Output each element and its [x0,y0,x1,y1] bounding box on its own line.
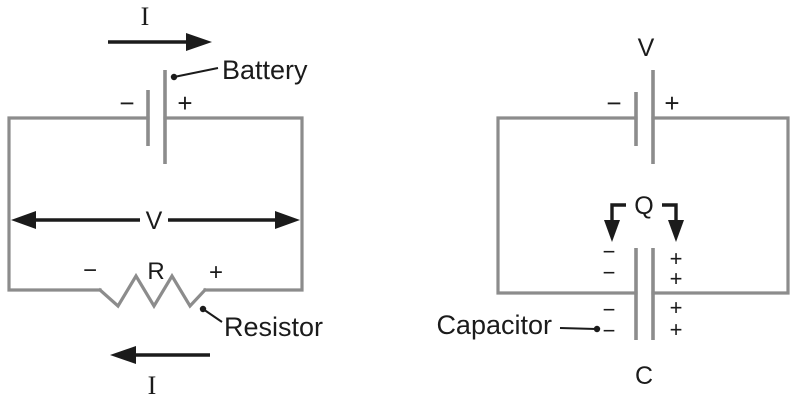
charge-label: Q [634,192,653,220]
battery-negative-sign: − [119,88,134,118]
resistor-negative-sign: − [83,257,97,284]
capacitor-circuit: V − + Q − − − − + + + + Capacitor C [436,34,790,390]
current-label-bottom: I [148,371,157,400]
source-negative-sign: − [606,88,621,118]
voltage-double-arrow [11,211,300,229]
current-arrow-bottom [110,346,210,364]
circuit-wire-left [7,116,150,292]
source-positive-sign: + [664,88,679,118]
resistor-symbol-label: R [147,258,164,285]
negative-charge: − [603,318,616,343]
resistor-leader-line [202,308,223,323]
positive-charge: + [670,246,683,271]
negative-charge: − [603,239,616,264]
capacitor-label: Capacitor [436,310,552,340]
resistor-zigzag [97,272,208,310]
capacitor-wire-left [496,116,638,295]
battery-resistor-circuit: I Battery − + V − R + Resistor I [7,2,323,400]
current-arrow-top [108,33,212,51]
positive-charge: + [670,295,683,320]
circuit-wire-right [163,116,304,292]
capacitor-wire-right [651,116,790,295]
negative-charge: − [603,260,616,285]
positive-charge: + [670,317,683,342]
left-plate-charges: − − − − [603,239,616,343]
source-voltage-label: V [638,34,655,62]
battery-label: Battery [222,55,308,85]
battery-leader-line [173,67,219,78]
right-plate-charges: + + + + [670,246,683,342]
current-label-top: I [141,2,150,31]
battery-positive-sign: + [177,88,192,118]
resistor-positive-sign: + [209,259,223,286]
charge-transfer-arrows [604,203,684,242]
capacitor-symbol-label: C [635,362,653,390]
voltage-label-left: V [146,207,163,235]
positive-charge: + [670,266,683,291]
capacitor-leader-dot [593,325,601,333]
capacitor-leader-line [559,327,597,330]
resistor-label: Resistor [224,312,323,342]
negative-charge: − [603,297,616,322]
